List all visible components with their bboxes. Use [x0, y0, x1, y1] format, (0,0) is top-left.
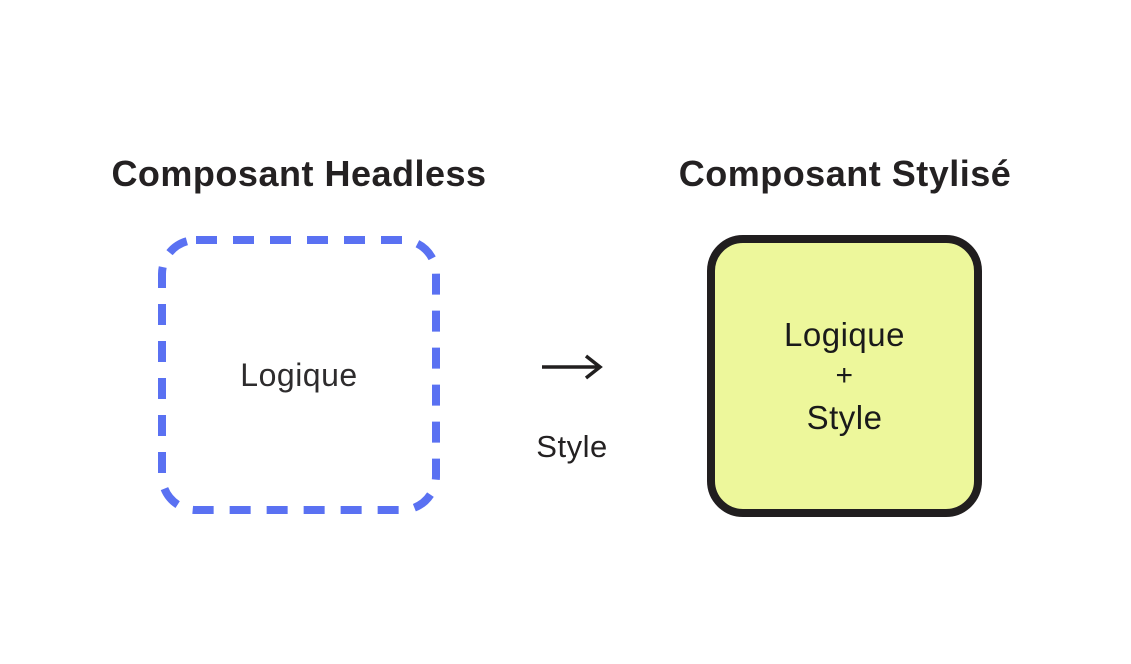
- plus-sign: +: [835, 359, 854, 392]
- styled-title: Composant Stylisé: [678, 153, 1012, 194]
- styled-box-line: Style: [806, 399, 883, 436]
- styled-box-line: Logique: [784, 316, 905, 353]
- transform-label: Style: [536, 429, 608, 464]
- headless-box-label: Logique: [240, 356, 358, 393]
- headless-title: Composant Headless: [111, 153, 487, 194]
- styled-component-box: Logique + Style: [707, 235, 982, 517]
- headless-component-box: Logique: [158, 236, 440, 514]
- transform-group: Style: [492, 352, 652, 465]
- right-arrow-icon: [540, 352, 604, 382]
